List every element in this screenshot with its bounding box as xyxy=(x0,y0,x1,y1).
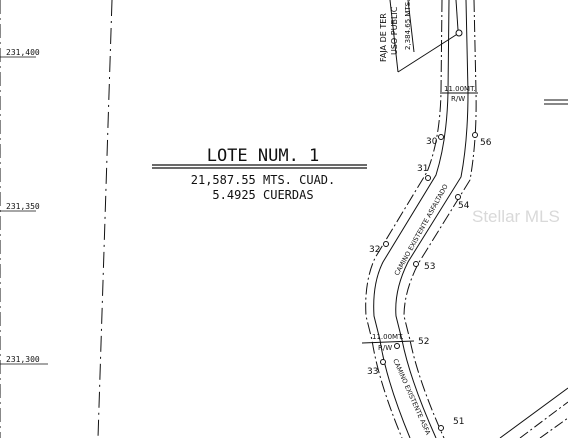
road-name-label: CAMINO EXISTENTE ASFA xyxy=(391,358,432,437)
grid-coord-label: 231,300 xyxy=(6,355,40,364)
survey-point-marker xyxy=(455,194,461,200)
lot-area-cuerdas: 5.4925 CUERDAS xyxy=(212,188,313,202)
survey-point-marker xyxy=(413,261,419,267)
survey-point-label: 31 xyxy=(417,164,428,174)
property-boundary-left xyxy=(0,0,113,438)
survey-point-marker xyxy=(425,175,431,181)
survey-point-marker xyxy=(438,134,444,140)
lot-title: LOTE NUM. 1 xyxy=(207,146,320,166)
easement-label: FAJA DE TER xyxy=(379,13,388,62)
survey-point-label: 33 xyxy=(367,367,378,377)
road-width-label: 11.00MT. xyxy=(372,333,404,341)
survey-point-marker xyxy=(455,29,463,37)
survey-point-marker xyxy=(380,359,386,365)
grid-ticks xyxy=(0,56,48,365)
road-rw-label: R/W xyxy=(378,344,392,352)
survey-point-label: 56 xyxy=(480,138,492,148)
easement-area-label: 2,384.65 MTS. xyxy=(404,0,412,50)
survey-point-marker xyxy=(383,241,389,247)
survey-point-marker xyxy=(438,425,444,431)
survey-points xyxy=(380,29,478,431)
watermark: Stellar MLS xyxy=(472,207,560,226)
survey-point-label: 30 xyxy=(426,137,438,147)
road-name-label: CAMINO EXISTENTE ASFALTADO xyxy=(393,183,450,277)
lot-area-m2: 21,587.55 MTS. CUAD. xyxy=(191,173,336,187)
road-width-label: 11.00MT. xyxy=(444,85,476,93)
survey-point-marker xyxy=(472,132,478,138)
survey-point-label: 51 xyxy=(453,417,464,427)
easement-label: USO PUBLIC xyxy=(390,6,399,55)
adjacent-lines xyxy=(499,99,568,438)
survey-point-label: 54 xyxy=(458,201,470,211)
road-pavement xyxy=(373,0,469,438)
grid-coord-label: 231,400 xyxy=(6,48,40,57)
road-width-marker xyxy=(361,92,478,344)
road-right-of-way xyxy=(365,0,477,438)
survey-point-label: 52 xyxy=(418,337,429,347)
road-rw-label: R/W xyxy=(451,95,465,103)
survey-point-marker xyxy=(394,343,400,349)
survey-point-label: 53 xyxy=(424,262,435,272)
survey-point-label: 32 xyxy=(369,245,380,255)
grid-coord-label: 231,350 xyxy=(6,202,40,211)
